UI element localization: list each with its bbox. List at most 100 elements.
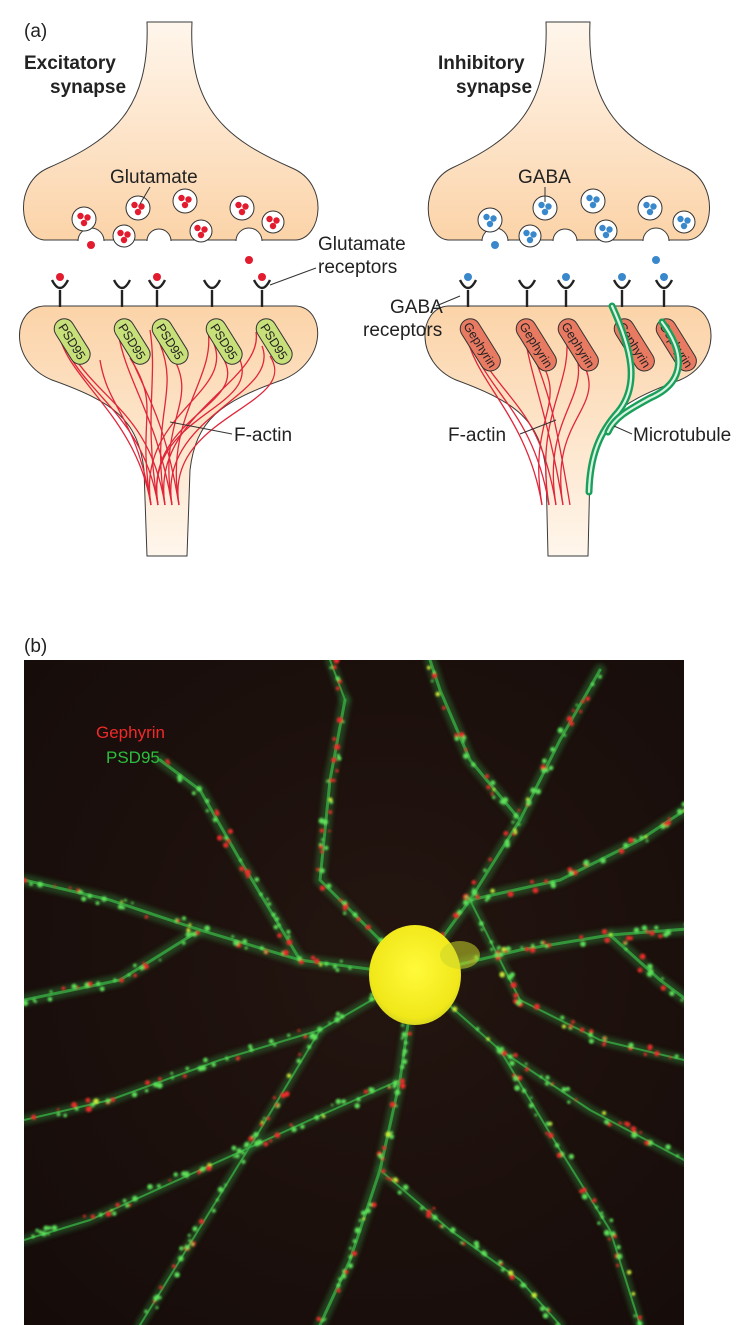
psd95-punctum — [239, 858, 243, 862]
psd95-punctum — [200, 1065, 207, 1071]
psd95-punctum — [508, 1054, 513, 1059]
psd95-punctum — [562, 1024, 566, 1029]
psd95-punctum — [105, 1098, 111, 1104]
synaptic-vesicle — [518, 224, 542, 248]
neurotransmitter-molecule — [84, 214, 91, 221]
gephyrin-punctum — [579, 935, 584, 940]
psd95-punctum — [492, 795, 496, 800]
psd95-punctum — [232, 1155, 236, 1158]
psd95-punctum — [254, 877, 260, 882]
gephyrin-punctum — [310, 955, 316, 960]
psd95-punctum — [392, 1084, 397, 1089]
psd95-punctum — [494, 952, 499, 958]
gephyrin-punctum — [668, 1056, 672, 1059]
gephyrin-punctum — [314, 958, 320, 964]
neurotransmitter-molecule — [201, 226, 208, 233]
cell-body-edge — [440, 941, 480, 969]
neurotransmitter-molecule — [117, 229, 124, 237]
psd95-punctum — [369, 996, 374, 1002]
psd95-punctum — [127, 973, 131, 977]
psd95-punctum — [526, 799, 532, 806]
psd95-punctum — [469, 899, 473, 903]
psd95-punctum — [273, 924, 278, 930]
psd95-punctum — [604, 1119, 610, 1125]
psd95-punctum — [156, 1082, 163, 1089]
psd95-punctum — [457, 909, 462, 915]
psd95-punctum — [465, 895, 468, 899]
psd95-punctum — [588, 1032, 593, 1038]
psd95-punctum — [568, 870, 574, 876]
psd95-punctum — [609, 1218, 614, 1223]
psd95-punctum — [300, 1124, 305, 1129]
psd95-punctum — [332, 964, 338, 969]
psd95-punctum — [196, 785, 202, 792]
psd95-punctum — [314, 1115, 320, 1121]
receptor — [458, 279, 478, 290]
gephyrin-punctum — [319, 828, 324, 833]
gephyrin-punctum — [628, 936, 633, 941]
psd95-punctum — [338, 1277, 342, 1281]
gephyrin-punctum — [490, 792, 494, 796]
synaptic-vesicle — [112, 224, 136, 248]
gephyrin-punctum — [566, 716, 573, 722]
psd95-punctum — [110, 1209, 113, 1212]
gephyrin-punctum — [602, 1042, 606, 1047]
psd95-punctum — [534, 1113, 538, 1117]
gephyrin-punctum — [199, 1219, 204, 1224]
receptor — [654, 279, 674, 290]
psd95-punctum — [71, 983, 77, 990]
gephyrin-punctum — [381, 1157, 385, 1161]
psd95-punctum — [334, 1016, 341, 1023]
gephyrin-punctum — [385, 1176, 389, 1180]
gephyrin-punctum — [87, 981, 93, 987]
psd95-punctum — [561, 1087, 567, 1093]
gephyrin-punctum — [363, 1089, 368, 1094]
psd95-punctum — [521, 1088, 527, 1094]
actin-filament — [168, 351, 183, 506]
synaptic-vesicle — [580, 188, 606, 214]
synaptic-vesicle — [637, 195, 663, 221]
psd95-punctum — [47, 1226, 52, 1230]
glutamate-receptors-label-line2: receptors — [318, 257, 397, 278]
gephyrin-punctum — [332, 665, 337, 670]
gephyrin-punctum — [263, 1141, 269, 1147]
gephyrin-punctum — [206, 1165, 212, 1171]
receptor — [202, 279, 222, 290]
gephyrin-punctum — [613, 1234, 617, 1239]
gephyrin-punctum — [176, 919, 181, 923]
psd95-punctum — [336, 753, 340, 758]
gephyrin-punctum — [195, 930, 200, 935]
psd95-punctum — [171, 1076, 174, 1080]
gephyrin-punctum — [660, 985, 666, 991]
gephyrin-punctum — [643, 1052, 648, 1056]
psd95-punctum — [677, 808, 683, 815]
psd95-punctum — [144, 1089, 149, 1093]
actin-filament — [117, 331, 173, 506]
gephyrin-punctum — [542, 941, 546, 945]
psd95-punctum — [545, 1075, 550, 1080]
psd95-punctum — [544, 768, 549, 773]
gephyrin-punctum — [513, 1053, 518, 1058]
gephyrin-punctum — [329, 778, 333, 783]
gephyrin-punctum — [168, 1179, 172, 1182]
gephyrin-punctum — [214, 811, 220, 816]
neurotransmitter-molecule — [178, 194, 185, 202]
psd95-punctum — [93, 1098, 99, 1105]
gephyrin-punctum — [57, 1108, 60, 1111]
neurotransmitter-molecule — [194, 224, 201, 232]
neurotransmitter-molecule — [80, 219, 88, 227]
psd95-punctum — [647, 963, 653, 970]
psd95-punctum — [87, 893, 92, 899]
gephyrin-punctum — [217, 835, 223, 841]
gephyrin-punctum — [654, 1050, 660, 1057]
synaptic-vesicle — [125, 195, 151, 221]
neurotransmitter-molecule — [134, 208, 142, 216]
dendrite-branch — [468, 808, 684, 902]
legend-psd95: PSD95 — [106, 748, 160, 767]
gephyrin-punctum — [619, 848, 625, 854]
psd95-punctum — [211, 1208, 216, 1213]
neurotransmitter-molecule — [185, 196, 192, 203]
psd95-punctum — [101, 896, 107, 902]
excitatory-title-line1: Excitatory — [24, 53, 116, 74]
psd95-punctum — [188, 923, 192, 927]
